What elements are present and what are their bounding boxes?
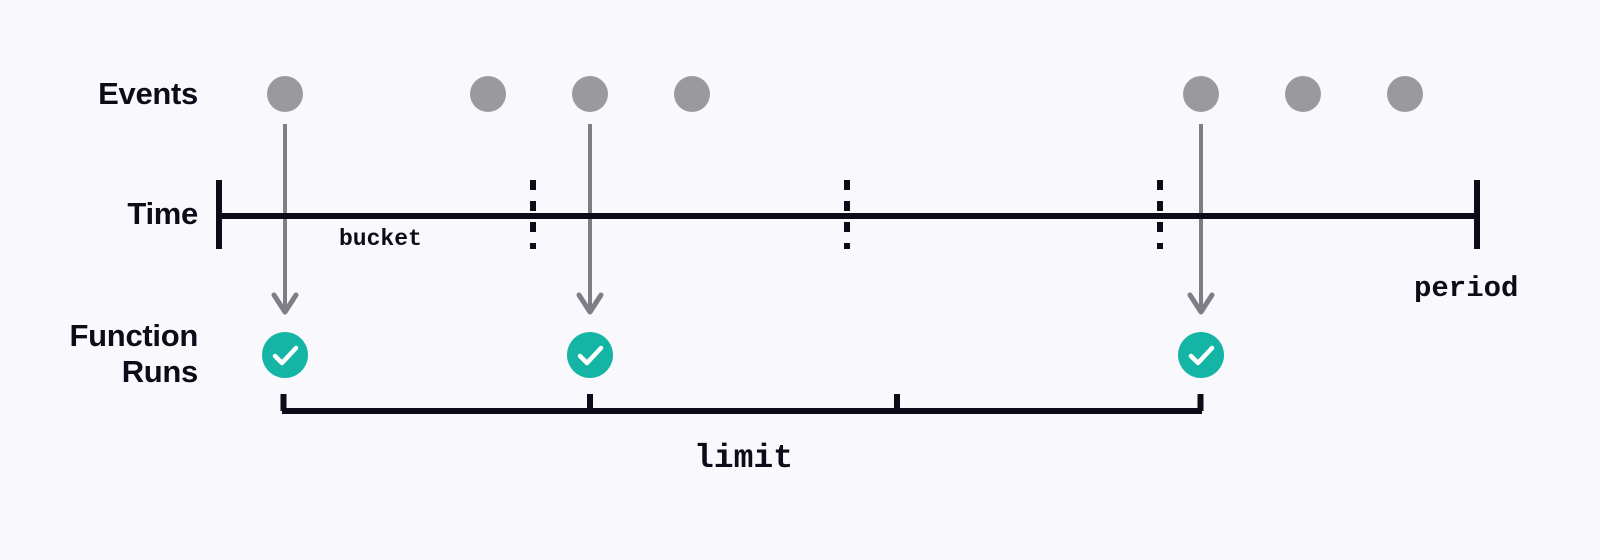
row-label-events: Events	[98, 76, 198, 111]
event-dot	[1285, 76, 1321, 112]
period-annotation-label: period	[1414, 272, 1519, 305]
function-run-marker[interactable]	[567, 332, 613, 378]
arrow-head	[576, 292, 604, 315]
event-dot	[1183, 76, 1219, 112]
function-run-circle	[262, 332, 308, 378]
function-run-circle	[567, 332, 613, 378]
event-dot	[674, 76, 710, 112]
function-runs-group	[262, 332, 1224, 378]
function-run-marker[interactable]	[262, 332, 308, 378]
arrow-head	[271, 292, 299, 315]
row-label-time: Time	[127, 196, 198, 231]
event-dot	[1387, 76, 1423, 112]
check-icon	[272, 345, 299, 366]
row-label-function-runs: Function Runs	[69, 318, 199, 389]
limit-annotation-label: limit	[694, 440, 794, 477]
function-run-marker[interactable]	[1178, 332, 1224, 378]
event-dot	[267, 76, 303, 112]
event-dot	[470, 76, 506, 112]
time-axis-group	[216, 180, 1480, 249]
check-icon	[1188, 345, 1215, 366]
check-icon	[577, 345, 604, 366]
bucket-annotation-label: bucket	[339, 226, 422, 252]
event-dots-group	[267, 76, 1423, 112]
event-dot	[572, 76, 608, 112]
arrow-head	[1187, 292, 1215, 315]
function-run-circle	[1178, 332, 1224, 378]
limit-bracket-group	[280, 394, 1204, 414]
